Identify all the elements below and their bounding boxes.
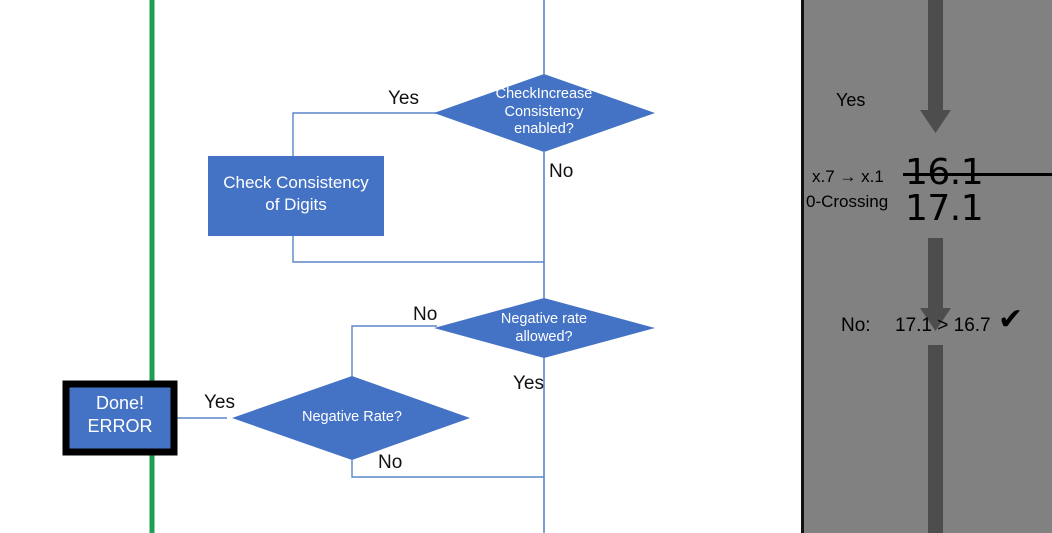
connector-negative-rate-no-to-spine <box>351 460 544 478</box>
strikethrough-line <box>903 173 1052 176</box>
connector-no-to-negative-rate <box>351 325 437 377</box>
panel-arrow-graphics <box>920 0 951 533</box>
panel-zero-crossing-label: 0-Crossing <box>806 192 889 211</box>
panel-yes-label: Yes <box>836 90 866 110</box>
panel-arrow-head-middle <box>920 308 951 331</box>
check-mark-icon: ✔ <box>998 302 1024 337</box>
panel-arrow-shaft-bottom <box>928 345 943 533</box>
panel-rounding-label: x.7 → x.1 <box>812 167 884 186</box>
panel-value-result: 17.1 <box>905 188 984 229</box>
edge-label-yes-done-error: Yes <box>204 392 235 413</box>
edge-label-no-check-increase: No <box>549 161 574 182</box>
panel-value-struck-text: 16.1 <box>905 152 984 193</box>
connector-yes-to-consistency <box>292 112 437 156</box>
panel-value-struck: 16.1 <box>903 152 1052 193</box>
edge-label-yes-negative-rate-allowed: Yes <box>513 373 544 394</box>
node-negative-rate-allowed[interactable] <box>434 298 655 358</box>
panel-arrow-shaft-top <box>928 0 943 113</box>
node-label-check-consistency-of-digits: Check Consistency of Digits <box>223 173 369 215</box>
node-label-done-error: Done! ERROR <box>87 393 153 437</box>
node-check-consistency-of-digits[interactable] <box>208 156 384 236</box>
node-check-increase-consistency[interactable] <box>434 74 655 152</box>
panel-arrow-head-top <box>920 110 951 133</box>
annotation-overlay-panel: Yes x.7 → x.1 0-Crossing 16.1 17.1 No: 1… <box>801 0 1052 533</box>
panel-arrow-shaft-middle <box>928 238 943 312</box>
edge-label-no-negative-rate-allowed: No <box>413 304 438 325</box>
node-negative-rate[interactable] <box>232 376 470 460</box>
edge-label-no-negative-rate: No <box>378 452 403 473</box>
edge-label-yes-check-increase: Yes <box>388 88 419 109</box>
node-done-error[interactable] <box>62 380 178 456</box>
connector-consistency-to-spine <box>292 236 544 263</box>
panel-no-label: No: <box>841 315 871 336</box>
panel-comparison: 17.1 > 16.7 <box>895 315 991 336</box>
